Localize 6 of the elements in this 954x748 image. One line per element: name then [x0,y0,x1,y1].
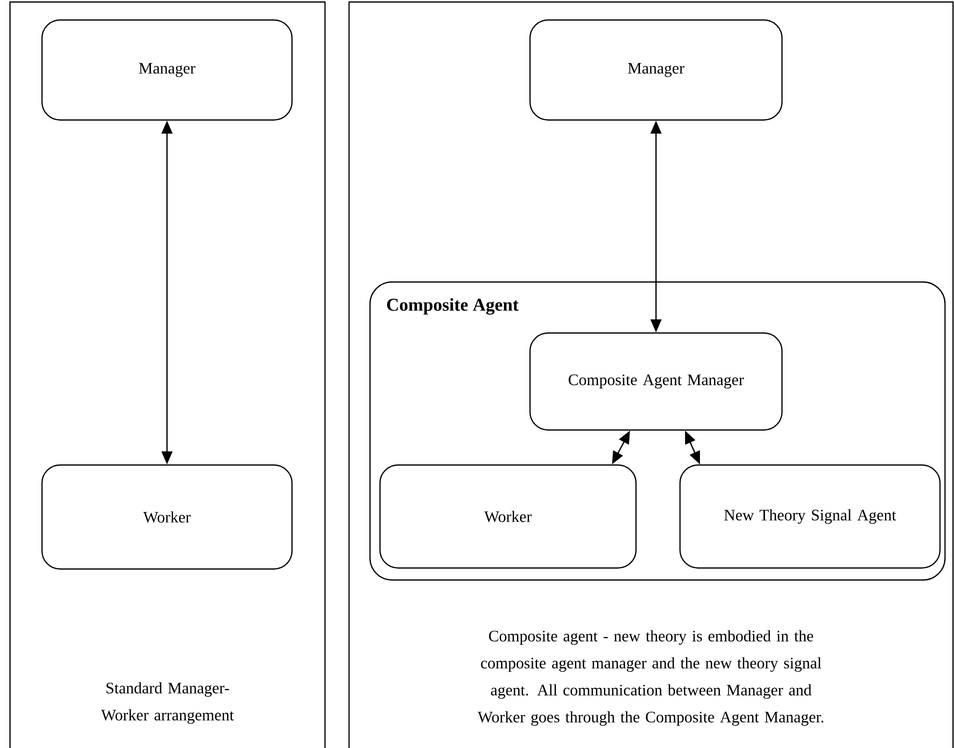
process-box: Composite Agent Manager [529,332,783,431]
process-box: Worker [41,464,293,570]
process-box: Manager [41,19,293,121]
process-box: Worker [379,464,637,569]
process-box: New Theory Signal Agent [679,464,941,569]
process-box: Manager [529,19,783,121]
